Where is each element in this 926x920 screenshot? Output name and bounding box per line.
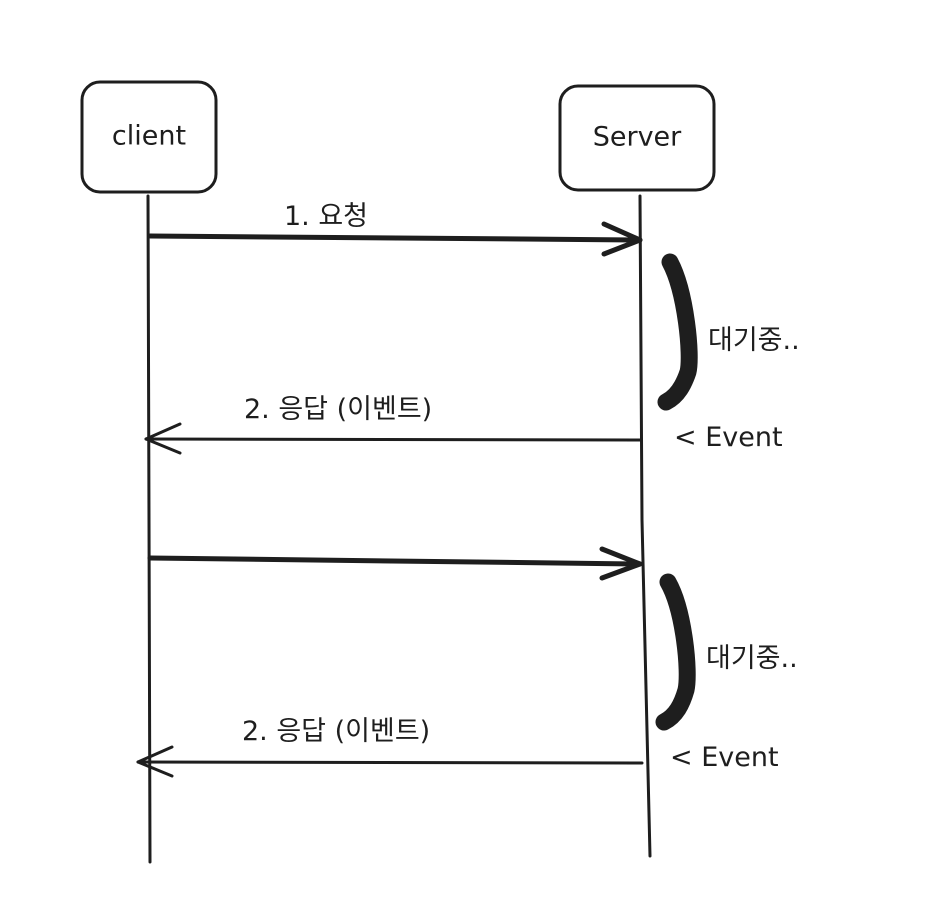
server-lifeline (638, 194, 652, 858)
client-actor: client (80, 80, 218, 194)
event-label: < Event (670, 742, 779, 773)
waiting-block-2: 대기중.. (655, 573, 798, 731)
client-actor-label: client (112, 121, 186, 152)
response-label: 2. 응답 (이벤트) (242, 716, 430, 747)
waiting-bar (657, 253, 698, 411)
response-label: 2. 응답 (이벤트) (244, 394, 432, 425)
server-actor-box (558, 84, 716, 192)
waiting-bar (655, 573, 696, 731)
waiting-block-1: 대기중.. (657, 253, 800, 411)
server-actor-label: Server (593, 122, 682, 153)
request-message-1: 1. 요청 (147, 201, 643, 257)
request-label: 1. 요청 (284, 201, 368, 232)
waiting-label: 대기중.. (706, 643, 798, 674)
request-arrow-head (601, 221, 643, 257)
response-arrow-head (136, 745, 174, 778)
request-message-2 (147, 546, 643, 581)
response-arrow-head (144, 422, 182, 455)
response-arrow-line (136, 760, 644, 765)
response-message-2: 2. 응답 (이벤트) < Event (136, 716, 779, 778)
waiting-label: 대기중.. (708, 325, 800, 356)
client-lifeline (146, 194, 152, 864)
server-actor: Server (558, 84, 716, 192)
response-arrow-line (144, 437, 642, 442)
request-arrow-head (599, 546, 643, 581)
request-arrow-line (147, 555, 643, 567)
event-label: < Event (674, 422, 783, 453)
client-actor-box (80, 80, 218, 194)
response-message-1: 2. 응답 (이벤트) < Event (144, 394, 783, 455)
request-arrow-line (147, 233, 643, 243)
